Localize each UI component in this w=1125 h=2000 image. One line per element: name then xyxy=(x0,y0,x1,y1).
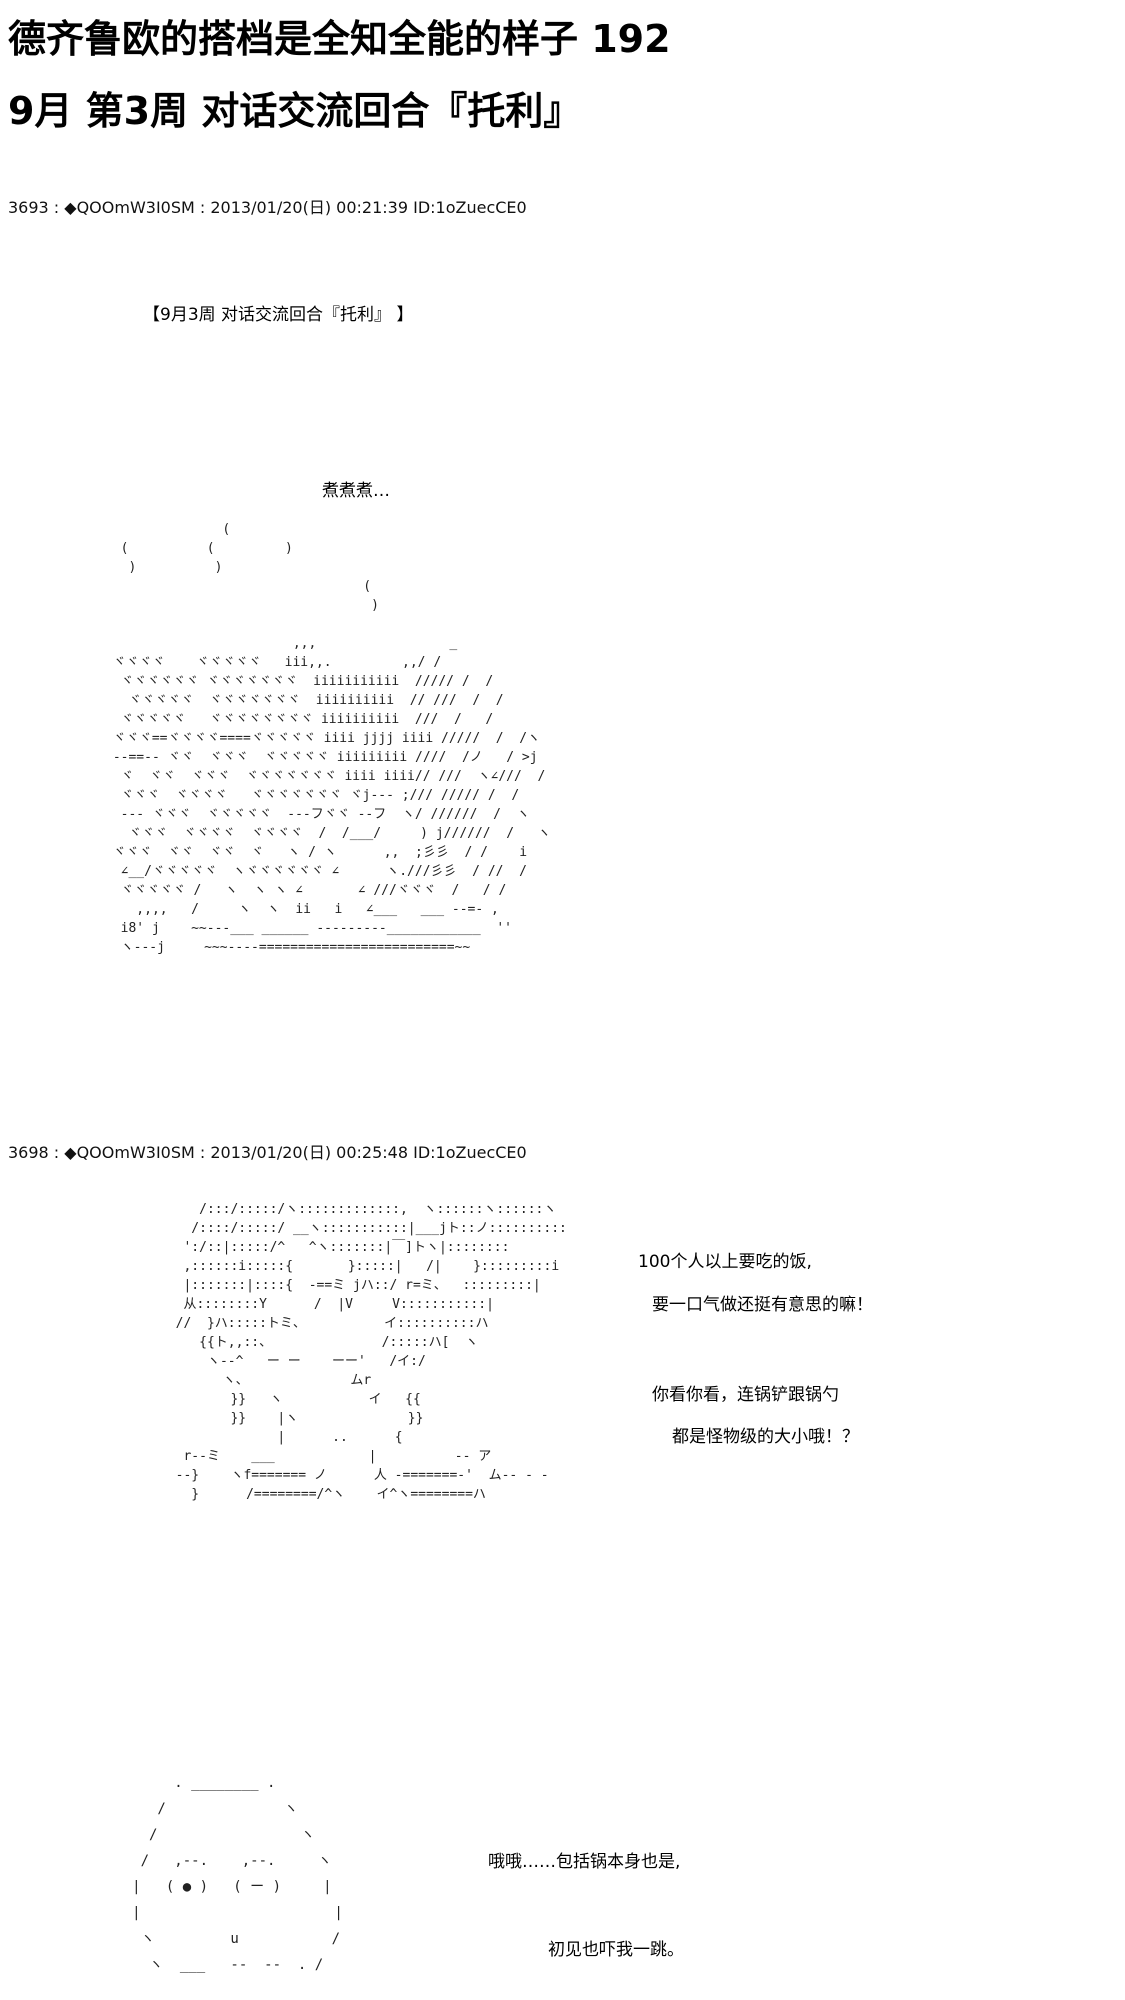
dialogue-line-6: 初见也吓我一跳。 xyxy=(548,1940,684,1960)
dialogue-line-4: 都是怪物级的大小哦！？ xyxy=(672,1427,859,1447)
post-header-3693: 3693 : ◆QOOmW3I0SM : 2013/01/20(日) 00:21… xyxy=(8,198,527,217)
post-heading: 【9月3周 对话交流回合『托利』 】 xyxy=(143,305,414,325)
chapter-title: 9月 第3周 对话交流回合『托利』 xyxy=(8,89,582,133)
post-header-3698: 3698 : ◆QOOmW3I0SM : 2013/01/20(日) 00:25… xyxy=(8,1143,527,1162)
dialogue-line-5: 哦哦……包括锅本身也是, xyxy=(488,1852,681,1872)
dialogue-line-3: 你看你看，连锅铲跟锅勺 xyxy=(652,1385,839,1405)
dialogue-line-1: 100个人以上要吃的饭, xyxy=(638,1252,812,1272)
dialogue-line-2: 要一口气做还挺有意思的嘛！ xyxy=(652,1295,873,1315)
ascii-art-character: /:::/:::::/ヽ:::::::::::::, ヽ::::::ヽ:::::… xyxy=(175,1202,567,1502)
ascii-art-cooking-pot: ( ( ( ) ) ) ( ) ,,, _ ヾヾヾヾ ヾヾヾヾヾ iii,,. … xyxy=(112,522,551,955)
page-title: 德齐鲁欧的搭档是全知全能的样子 192 xyxy=(8,17,671,61)
cooking-caption: 煮煮煮… xyxy=(322,481,390,501)
ascii-art-face: . ________ . / ヽ / ヽ / ,--. ,--. ヽ | ( ●… xyxy=(132,1775,343,1973)
